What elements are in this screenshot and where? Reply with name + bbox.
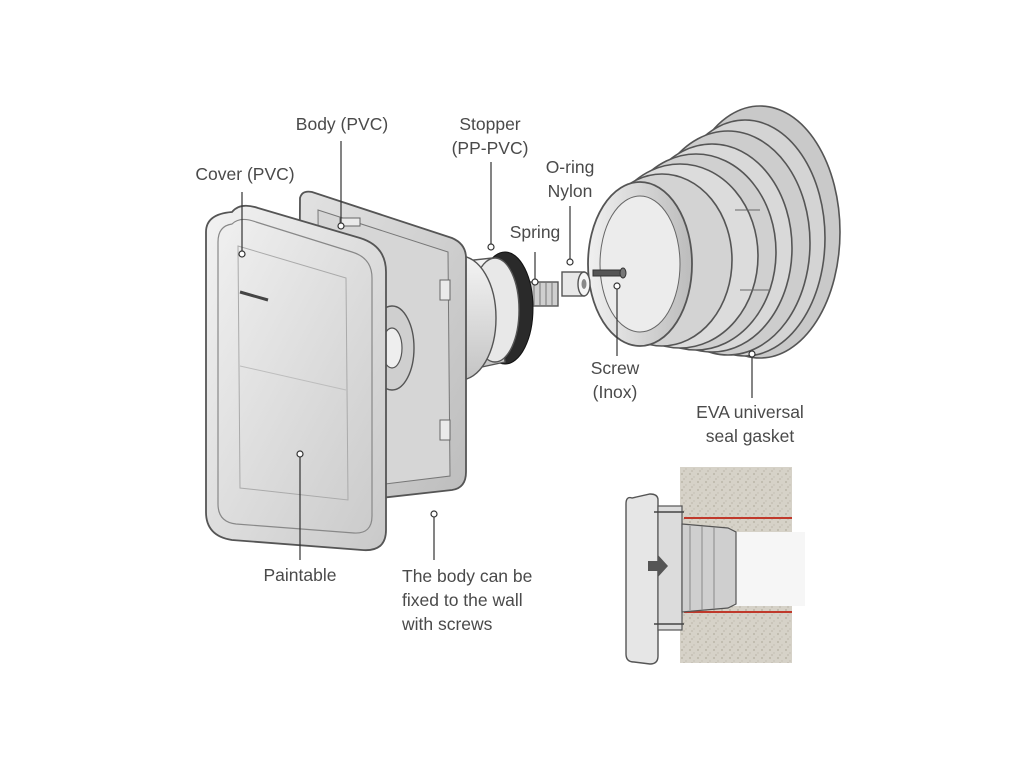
o-ring <box>562 272 590 296</box>
installation-inset <box>626 467 805 664</box>
label-cover: Cover (PVC) <box>180 162 310 186</box>
label-spring: Spring <box>495 220 575 244</box>
label-stopper: Stopper(PP-PVC) <box>420 112 560 160</box>
seal-gasket <box>588 106 840 358</box>
cover <box>206 206 386 550</box>
label-body: Body (PVC) <box>280 112 404 136</box>
label-paintable: Paintable <box>230 563 370 587</box>
screw <box>593 268 626 278</box>
label-screw: Screw(Inox) <box>565 356 665 404</box>
